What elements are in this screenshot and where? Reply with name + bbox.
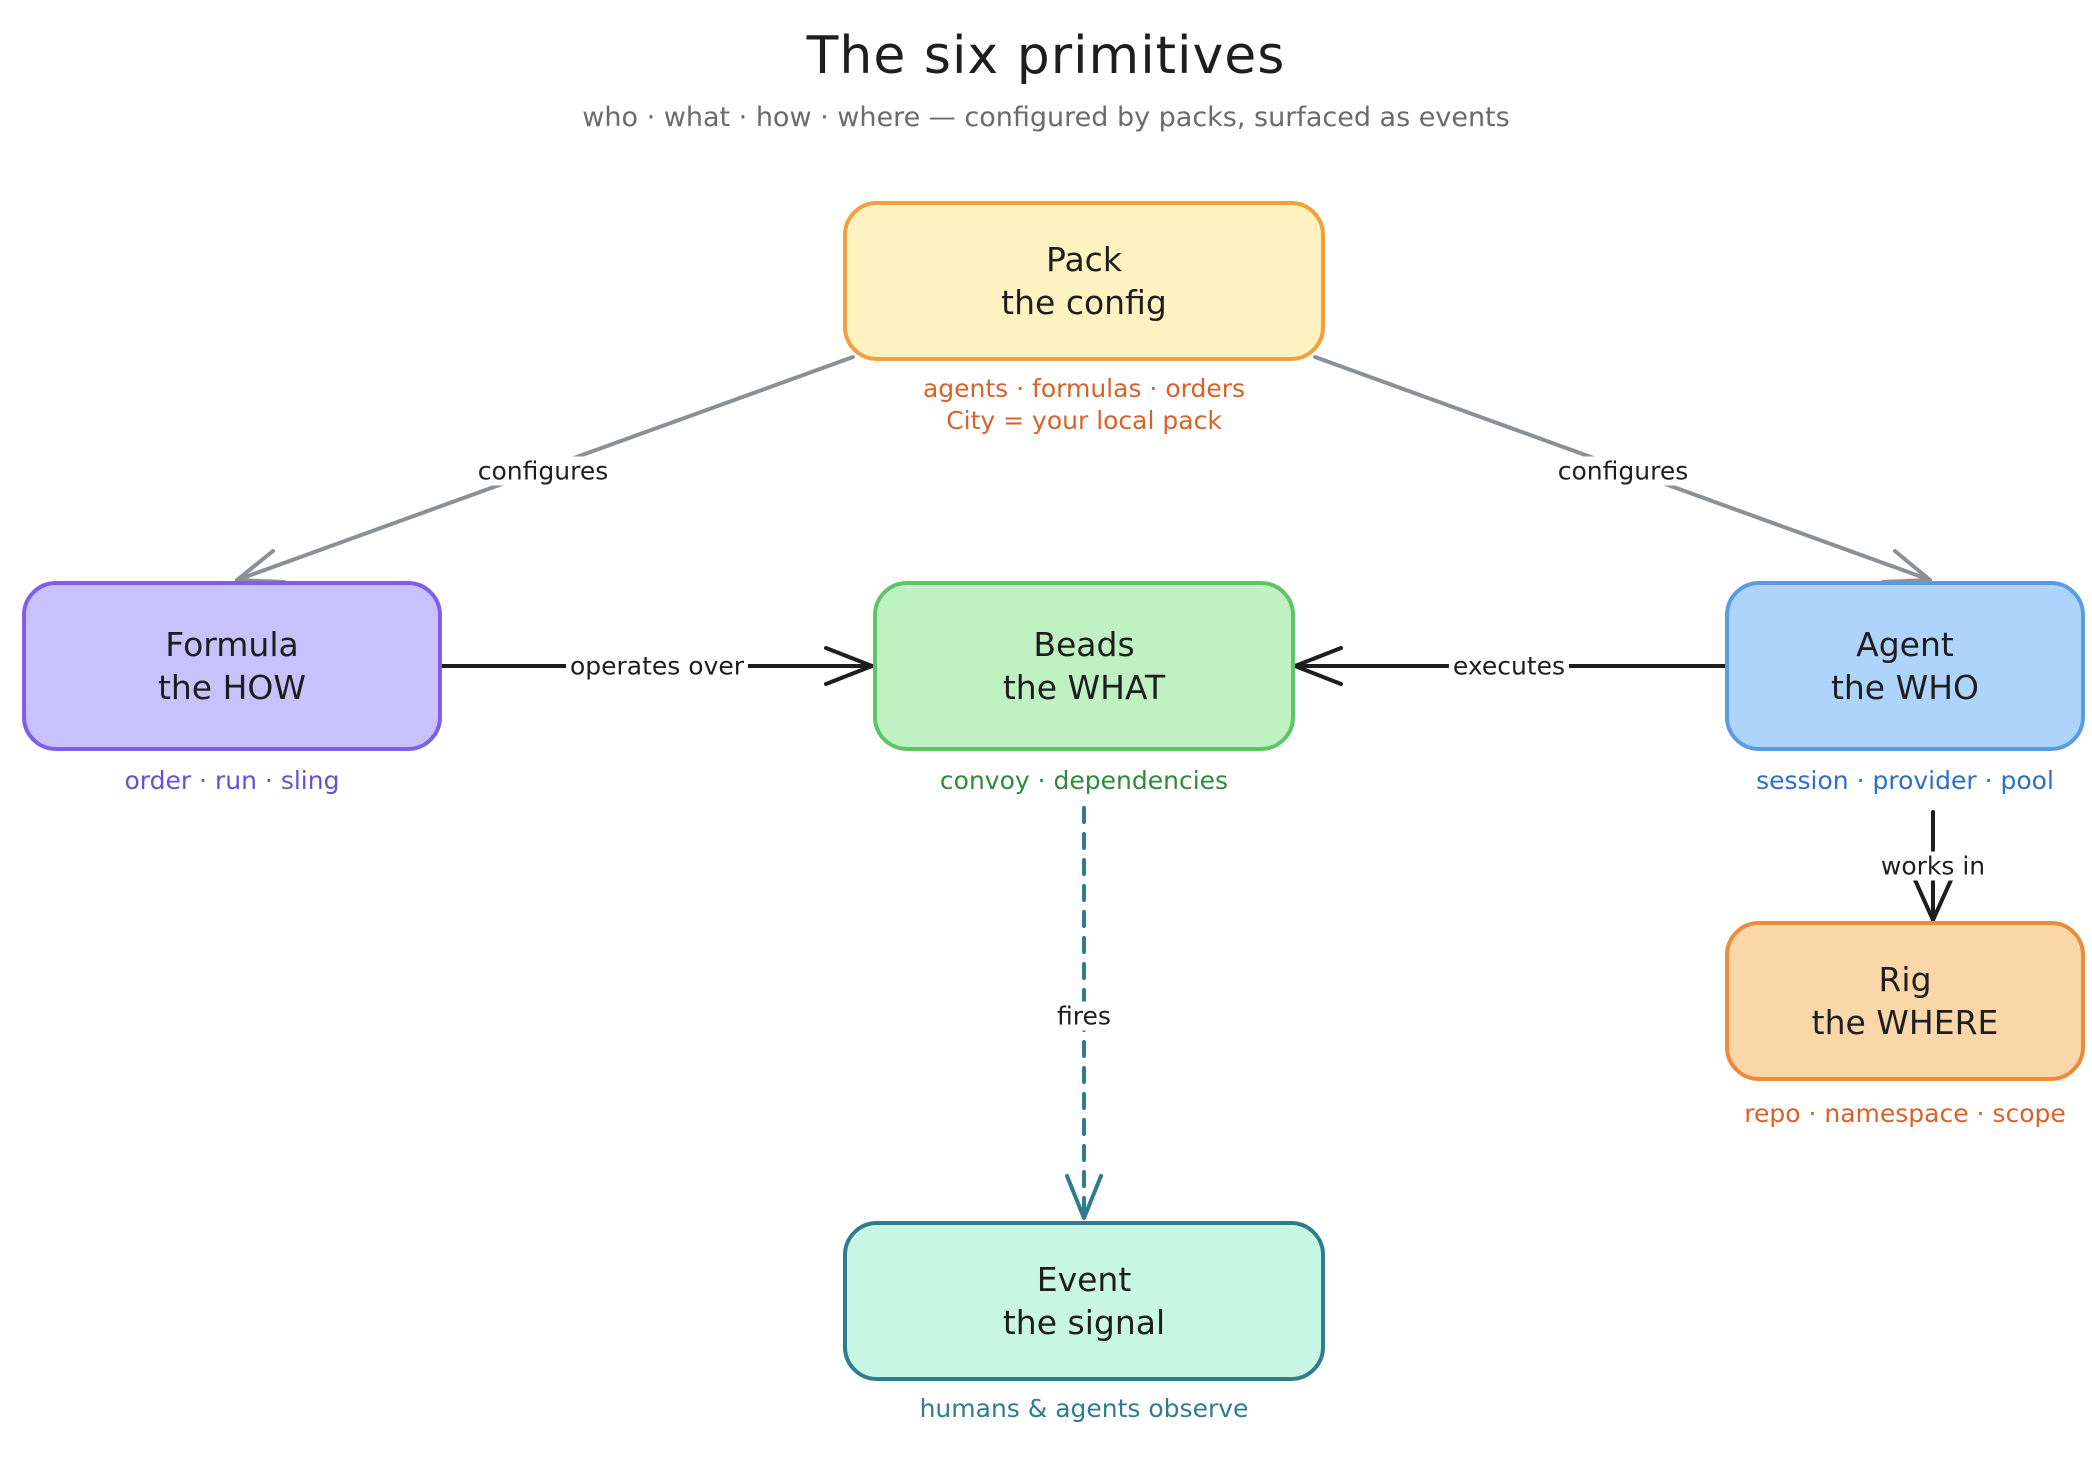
- node-pack-caption: agents · formulas · orders City = your l…: [843, 373, 1325, 437]
- node-event-role: the signal: [1002, 1303, 1166, 1342]
- node-event-caption: humans & agents observe: [843, 1393, 1325, 1425]
- edge-beads-event: [1065, 806, 1103, 1220]
- node-pack-name: Pack: [1046, 240, 1122, 279]
- node-beads-caption: convoy · dependencies: [873, 765, 1295, 797]
- node-beads-caption-line: convoy · dependencies: [939, 766, 1229, 795]
- node-agent-caption-line: session · provider · pool: [1756, 766, 2054, 795]
- node-rig[interactable]: Rig the WHERE: [1725, 921, 2085, 1081]
- node-pack-caption-line: City = your local pack: [946, 406, 1222, 435]
- diagram-subtitle: who · what · how · where — configured by…: [582, 102, 1510, 133]
- node-agent-caption: session · provider · pool: [1725, 765, 2085, 797]
- node-formula-caption-line: order · run · sling: [124, 766, 340, 795]
- arrowhead-icon: [1913, 878, 1953, 922]
- node-formula-name: Formula: [165, 625, 299, 664]
- node-agent-name: Agent: [1856, 625, 1954, 664]
- node-event-caption-line: humans & agents observe: [919, 1394, 1249, 1423]
- node-pack[interactable]: Pack the config: [843, 201, 1325, 361]
- edge-label-beads-event: fires: [1053, 1001, 1115, 1031]
- node-agent[interactable]: Agent the WHO: [1725, 581, 2085, 751]
- edge-label-agent-beads: executes: [1448, 651, 1570, 681]
- edge-label-agent-rig: works in: [1876, 851, 1990, 881]
- node-pack-role: the config: [1001, 283, 1167, 322]
- node-rig-caption: repo · namespace · scope: [1725, 1098, 2085, 1130]
- edge-label-pack-agent: configures: [1553, 456, 1693, 486]
- node-pack-caption-line: agents · formulas · orders: [922, 374, 1246, 403]
- node-beads-role: the WHAT: [1002, 668, 1166, 707]
- edge-label-formula-beads: operates over: [565, 651, 749, 681]
- node-formula-role: the HOW: [157, 668, 307, 707]
- arrowhead-icon: [1293, 646, 1343, 686]
- node-formula-caption: order · run · sling: [22, 765, 442, 797]
- node-beads[interactable]: Beads the WHAT: [873, 581, 1295, 751]
- node-formula[interactable]: Formula the HOW: [22, 581, 442, 751]
- node-rig-name: Rig: [1878, 960, 1932, 999]
- arrowhead-icon: [824, 646, 874, 686]
- node-beads-name: Beads: [1033, 625, 1135, 664]
- node-agent-role: the WHO: [1830, 668, 1980, 707]
- node-event-name: Event: [1036, 1260, 1132, 1299]
- node-rig-caption-line: repo · namespace · scope: [1744, 1099, 2066, 1128]
- edge-label-pack-formula: configures: [473, 456, 613, 486]
- arrowhead-icon: [1065, 1174, 1103, 1220]
- diagram-title: The six primitives: [806, 26, 1286, 86]
- node-rig-role: the WHERE: [1811, 1003, 1999, 1042]
- node-event[interactable]: Event the signal: [843, 1221, 1325, 1381]
